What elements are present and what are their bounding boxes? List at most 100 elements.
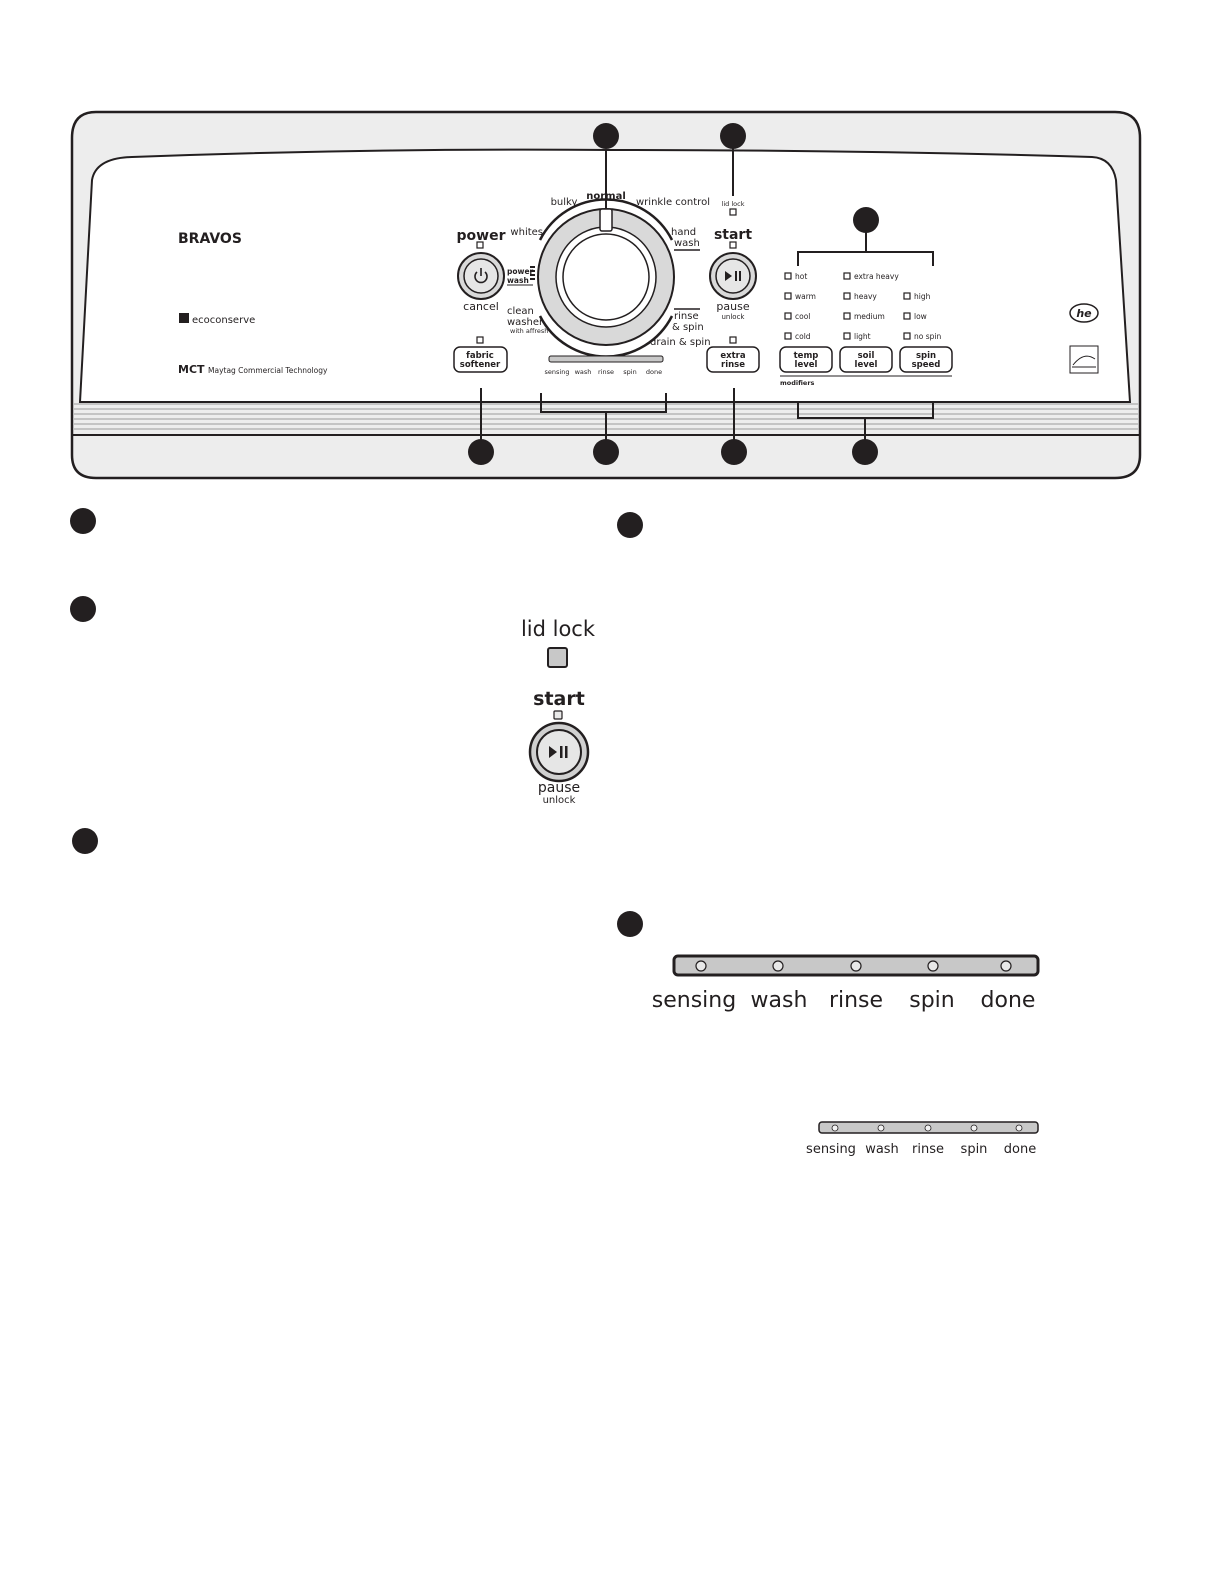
status-medium-rinse: rinse (912, 1142, 944, 1157)
cancel-label: cancel (463, 300, 499, 313)
lid-lock-indicator (729, 208, 737, 216)
mct-logo: MCT (178, 363, 205, 376)
power-wash-label-2: wash (507, 276, 529, 285)
extra-rinse-button[interactable] (706, 346, 760, 373)
status-medium-wash: wash (865, 1142, 899, 1157)
soil-light-label: light (854, 332, 871, 341)
eco-logo: ecoconserve (192, 315, 255, 326)
fabric-softener-label-2: softener (460, 360, 501, 370)
status-large-done: done (980, 988, 1036, 1013)
soil-options: extra heavy heavy medium light (843, 272, 899, 341)
status-large-spin: spin (909, 988, 955, 1013)
status-panel-sensing: sensing (545, 368, 570, 376)
power-icon (474, 268, 488, 284)
extra-rinse-indicator (729, 336, 737, 344)
status-panel-wash: wash (575, 368, 592, 376)
status-panel-rinse: rinse (598, 368, 614, 376)
spin-speed-button[interactable] (899, 346, 953, 373)
temp-cool-label: cool (795, 312, 810, 321)
detail-start-button[interactable] (536, 729, 582, 775)
temp-hot-label: hot (795, 272, 807, 281)
lid-lock-label: lid lock (722, 200, 745, 208)
status-medium-lights (831, 1124, 1023, 1132)
status-large-rinse: rinse (828, 988, 884, 1013)
spin-high-label: high (914, 292, 931, 301)
power-label: power (457, 228, 506, 244)
status-large-lights (695, 960, 1012, 972)
he-logo-icon (1069, 303, 1099, 323)
start-label: start (714, 227, 752, 243)
detail-lid-lock-label: lid lock (520, 617, 596, 641)
power-indicator (476, 241, 484, 249)
status-medium-done: done (1003, 1142, 1037, 1157)
cycle-drain-spin-label[interactable]: drain & spin (650, 337, 711, 348)
temp-options: hot warm cool cold (784, 272, 816, 341)
cycle-whites-label[interactable]: whites (510, 227, 543, 238)
soil-level-label-2: level (855, 360, 878, 370)
soil-extra-heavy-label: extra heavy (854, 272, 899, 281)
fabric-softener-indicator (476, 336, 484, 344)
play-pause-icon (725, 271, 741, 281)
start-button[interactable] (715, 258, 751, 294)
detail-unlock-label: unlock (542, 795, 576, 806)
section-marker-3 (70, 596, 96, 622)
status-medium-sensing: sensing (806, 1142, 856, 1157)
cycle-clean-washer-label-2[interactable]: washer (507, 317, 544, 328)
start-indicator (729, 241, 737, 249)
spin-speed-label-1: spin (916, 351, 936, 361)
soil-heavy-label: heavy (854, 292, 877, 301)
cycle-rinse-spin-label-2[interactable]: & spin (672, 322, 704, 333)
cycle-affresh-label: with affresh (510, 327, 548, 335)
callout-dot-status (593, 439, 619, 465)
callout-dot-extra-rinse (721, 439, 747, 465)
fabric-softener-label-1: fabric (466, 351, 494, 361)
mct-subtitle: Maytag Commercial Technology (208, 366, 328, 375)
spin-low-label: low (914, 312, 927, 321)
power-wash-bars-icon (530, 266, 535, 280)
cycle-clean-washer-label-1[interactable]: clean (507, 306, 534, 317)
detail-lid-lock-indicator (547, 647, 568, 668)
cycle-dial-knob[interactable] (562, 233, 650, 321)
temp-cold-label: cold (795, 332, 811, 341)
extra-rinse-label-2: rinse (721, 360, 745, 370)
spin-options: high low no spin (903, 292, 941, 341)
unlock-label: unlock (721, 313, 745, 321)
callout-dot-modifier-buttons (852, 439, 878, 465)
status-bar-panel (548, 355, 664, 363)
extra-rinse-label-1: extra (720, 351, 746, 361)
cycle-hand-wash-label-2[interactable]: wash (674, 238, 700, 249)
cycle-wrinkle-label[interactable]: wrinkle control (636, 197, 710, 208)
modifiers-label: modifiers (780, 379, 815, 387)
cycle-bulky-label[interactable]: bulky (551, 197, 578, 208)
cycle-hand-wash-label-1[interactable]: hand (671, 227, 696, 238)
fabric-softener-button[interactable] (453, 346, 508, 373)
soil-level-button[interactable] (839, 346, 893, 373)
status-large-sensing: sensing (651, 988, 737, 1013)
soil-medium-label: medium (854, 312, 885, 321)
pause-label: pause (716, 300, 749, 313)
status-panel-spin: spin (623, 368, 636, 376)
detail-play-pause-icon (549, 746, 568, 758)
status-panel-done: done (646, 368, 662, 376)
temp-level-button[interactable] (779, 346, 833, 373)
temp-level-label-1: temp (794, 351, 819, 361)
callout-dot-start (720, 123, 746, 149)
temp-warm-label: warm (795, 292, 816, 301)
section-marker-5 (617, 911, 643, 937)
callout-dot-modifiers (853, 207, 879, 233)
section-marker-2 (617, 512, 643, 538)
detail-pause-label: pause (537, 780, 581, 796)
status-large-wash: wash (750, 988, 808, 1013)
callout-dot-cycle (593, 123, 619, 149)
cycle-rinse-spin-label-1[interactable]: rinse (674, 311, 699, 322)
soil-level-label-1: soil (858, 351, 875, 361)
detail-start-indicator (553, 710, 563, 720)
cycle-normal-label[interactable]: normal (586, 191, 626, 202)
detail-start-label: start (533, 688, 585, 710)
callout-dot-fabric-softener (468, 439, 494, 465)
eco-leaf-icon (179, 313, 189, 323)
energy-star-icon (1069, 345, 1099, 374)
section-marker-4 (72, 828, 98, 854)
spin-speed-label-2: speed (912, 360, 941, 370)
